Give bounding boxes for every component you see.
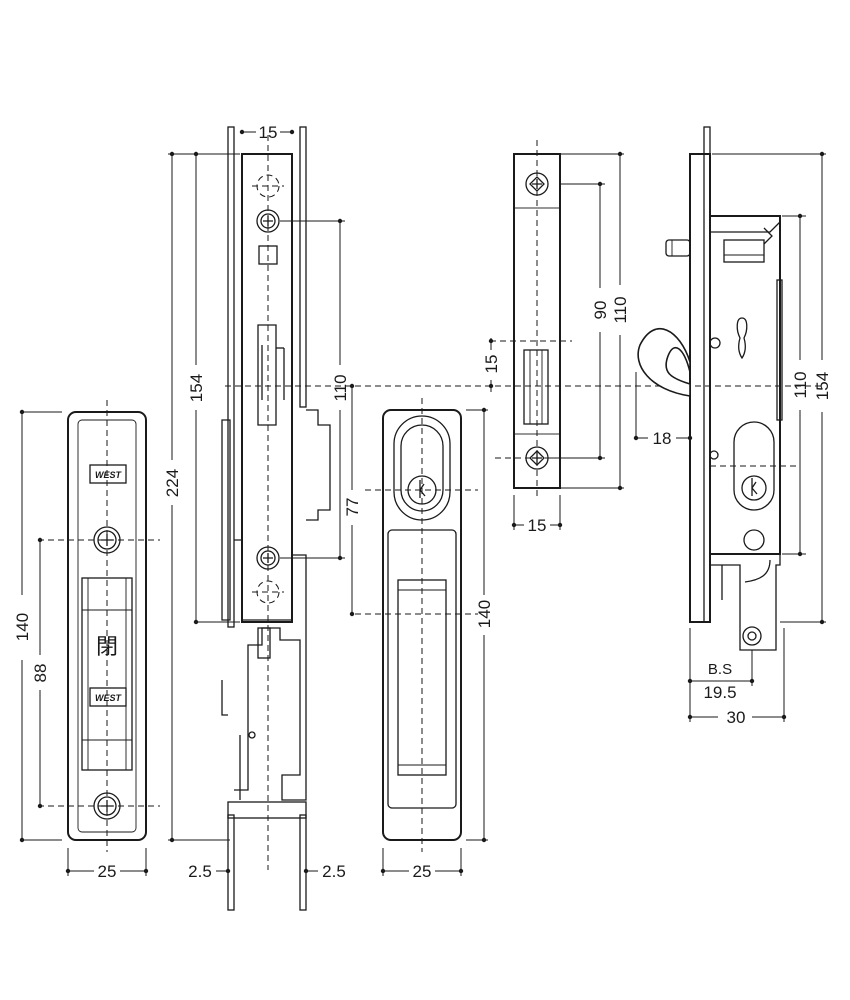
dim-strike-outer-spacing: 110: [611, 296, 630, 323]
lock-body-case: [709, 215, 781, 555]
lock-slot: [736, 317, 748, 360]
pull-recess-inner: [397, 579, 447, 776]
left-door-edge: [227, 126, 235, 628]
dim-left-plate-height: 140: [13, 613, 32, 641]
dim-section-screw-spacing: 154: [187, 374, 206, 402]
dim-strike-offset: 15: [482, 355, 501, 374]
right-door-edge-lower: [299, 814, 307, 911]
dim-lock-faceplate-height: 154: [813, 372, 832, 400]
door-frame-left: [221, 419, 231, 621]
brand-badge-bottom: [89, 687, 127, 707]
section-screw-top: [256, 209, 280, 233]
dim-strike-width: 15: [528, 516, 547, 535]
section-square-hole: [258, 245, 278, 265]
dim-lock-total-width: 30: [727, 708, 746, 727]
left-door-edge-lower: [227, 814, 235, 911]
right-door-edge: [299, 126, 307, 408]
screw-head-bottom: [93, 792, 121, 820]
lock-pin: [665, 239, 691, 257]
dim-lock-hook-offset: 18: [653, 429, 672, 448]
section-lower-body: [234, 539, 307, 801]
door-frame-right: [306, 409, 331, 521]
dim-left-plate-width: 25: [98, 862, 117, 881]
dim-section-left-thickness: 2.5: [188, 862, 212, 881]
strike-screw-top: [525, 172, 549, 196]
strike-latch-opening: [523, 349, 549, 425]
section-view: 15 224 154 110 77 2.5: [163, 123, 362, 911]
brand-label-top: WEST: [95, 470, 123, 480]
lock-faceplate: [689, 153, 711, 623]
brand-label-bottom: WEST: [95, 693, 123, 703]
dim-flush-pull-height: 140: [475, 600, 494, 628]
lock-hook: [637, 328, 691, 397]
lock-cylinder: [741, 475, 767, 501]
dim-lock-backset: 19.5: [703, 683, 736, 702]
indicator-plate-view: WEST 閉 WEST 140 88: [13, 400, 160, 881]
keyhole: [419, 480, 426, 498]
section-screw-bottom: [256, 546, 280, 570]
screw-cross-bottom: [101, 800, 113, 812]
cylinder-outer-oval: [393, 415, 451, 521]
key-cylinder: [407, 475, 437, 505]
dim-flush-pull-width: 25: [413, 862, 432, 881]
section-latch: [257, 324, 277, 426]
flush-pull-view: 140 25: [355, 398, 494, 881]
dim-section-total-height: 224: [163, 469, 182, 497]
lock-body-view: 18 110 154 B.S 19.5 30: [633, 126, 832, 727]
brand-badge-top: [89, 464, 127, 484]
dim-section-inner-spacing: 110: [331, 374, 350, 401]
cylinder-inner-oval: [400, 424, 444, 512]
dim-strike-inner-spacing: 90: [591, 301, 610, 320]
dim-lock-backset-label: B.S: [708, 661, 732, 678]
section-bottom-rail: [227, 801, 307, 819]
screw-cross-top: [101, 534, 113, 546]
dim-section-offset: 77: [343, 498, 362, 517]
lock-tail: [709, 554, 781, 651]
screw-head-top: [93, 526, 121, 554]
pull-recess-outer: [387, 529, 457, 809]
dim-lock-body-spacing: 110: [791, 371, 810, 398]
strike-plate-view: 15 90 110 15: [482, 140, 630, 535]
dim-section-right-thickness: 2.5: [322, 862, 346, 881]
dim-left-plate-screw-spacing: 88: [31, 664, 50, 683]
indicator-window: [81, 577, 133, 771]
section-faceplate: [241, 153, 293, 623]
indicator-character: 閉: [96, 635, 118, 660]
dim-section-top-width: 15: [259, 123, 278, 142]
